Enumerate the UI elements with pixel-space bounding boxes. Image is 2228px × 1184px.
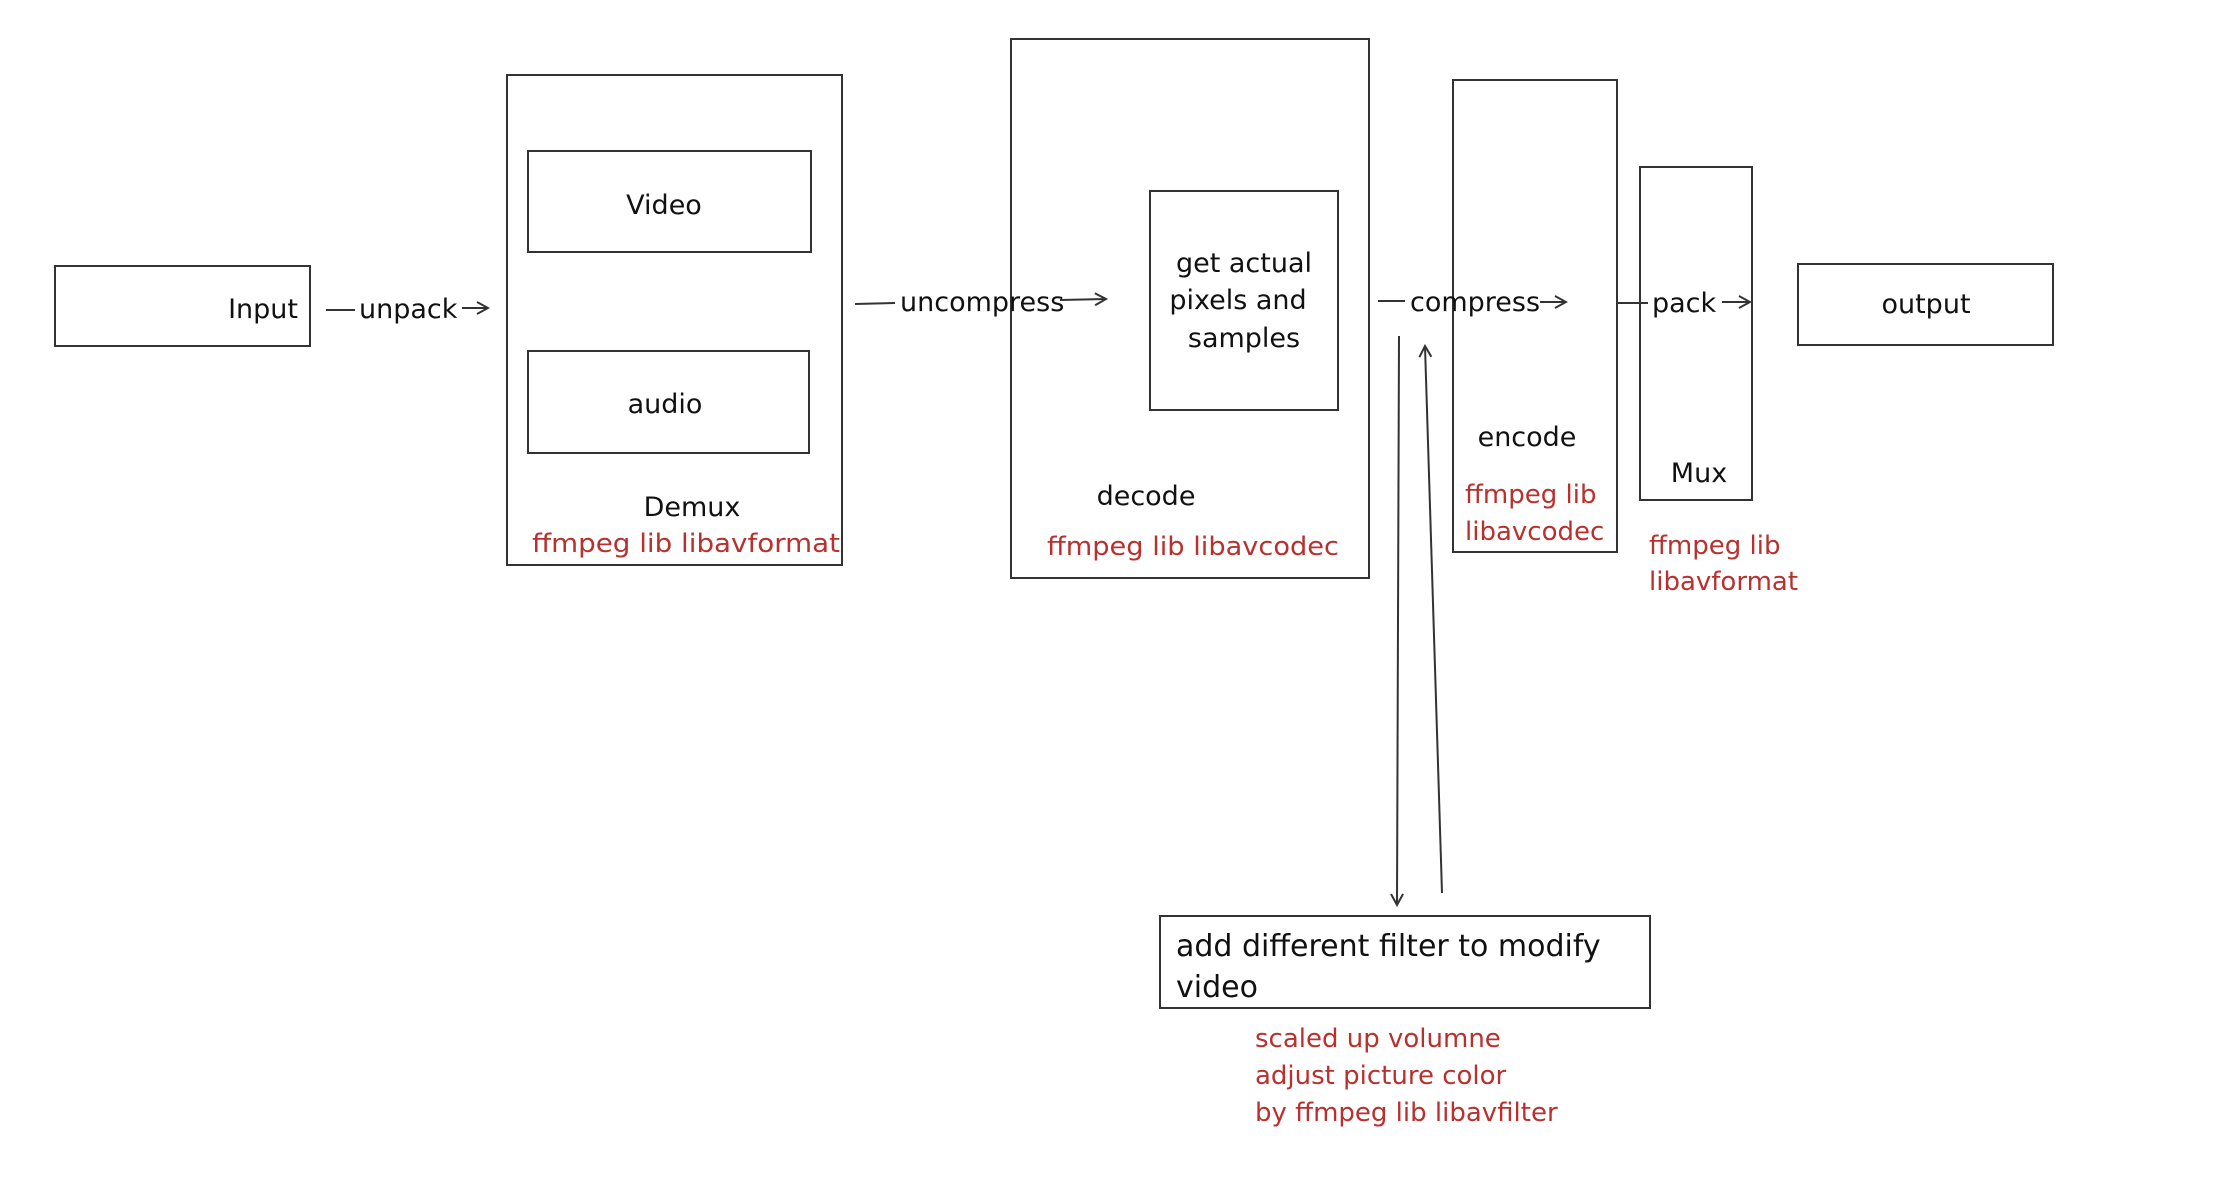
- demux-label: Demux: [644, 492, 741, 523]
- encode-note-line-1: ffmpeg lib: [1465, 480, 1596, 510]
- filter-note-line-3: by ffmpeg lib libavfilter: [1255, 1098, 1558, 1128]
- encode-note-line-2: libavcodec: [1465, 517, 1604, 547]
- uncompress-arrow-icon: [1059, 299, 1106, 300]
- get-samples-line-1: get actual: [1176, 248, 1312, 279]
- filter-box: [1159, 915, 1651, 1009]
- pack-label: pack: [1652, 288, 1717, 319]
- filter-note-line-2: adjust picture color: [1255, 1061, 1507, 1091]
- mux-box: [1639, 166, 1753, 501]
- unpack-label: unpack: [359, 294, 458, 325]
- audio-label: audio: [628, 389, 703, 420]
- demux-note: ffmpeg lib libavformat: [532, 529, 840, 559]
- uncompress-line: [854, 302, 896, 305]
- uncompress-label: uncompress: [900, 287, 1064, 318]
- encode-box: [1452, 79, 1618, 553]
- video-label: Video: [626, 190, 702, 221]
- output-label: output: [1881, 289, 1970, 320]
- filter-label-line-1: add different filter to modify: [1176, 929, 1601, 964]
- mux-label: Mux: [1671, 458, 1727, 489]
- mux-note-line-1: ffmpeg lib: [1649, 531, 1780, 561]
- filter-note-line-1: scaled up volumne: [1255, 1024, 1501, 1054]
- audio-box: [527, 350, 810, 454]
- video-box: [527, 150, 812, 253]
- from-filter-arrow-icon: [1425, 346, 1443, 894]
- to-filter-arrow-icon: [1397, 335, 1399, 905]
- mux-note-line-2: libavformat: [1649, 567, 1798, 597]
- decode-note: ffmpeg lib libavcodec: [1047, 532, 1339, 562]
- output-box: [1797, 263, 2054, 346]
- input-label: Input: [228, 294, 298, 325]
- get-samples-line-3: samples: [1188, 323, 1300, 354]
- filter-label-line-2: video: [1176, 970, 1258, 1005]
- input-box: [54, 265, 311, 347]
- encode-label: encode: [1478, 422, 1577, 453]
- compress-label: compress: [1410, 287, 1540, 318]
- get-samples-box: [1149, 190, 1339, 411]
- decode-label: decode: [1097, 481, 1196, 512]
- get-samples-line-2: pixels and: [1169, 285, 1306, 316]
